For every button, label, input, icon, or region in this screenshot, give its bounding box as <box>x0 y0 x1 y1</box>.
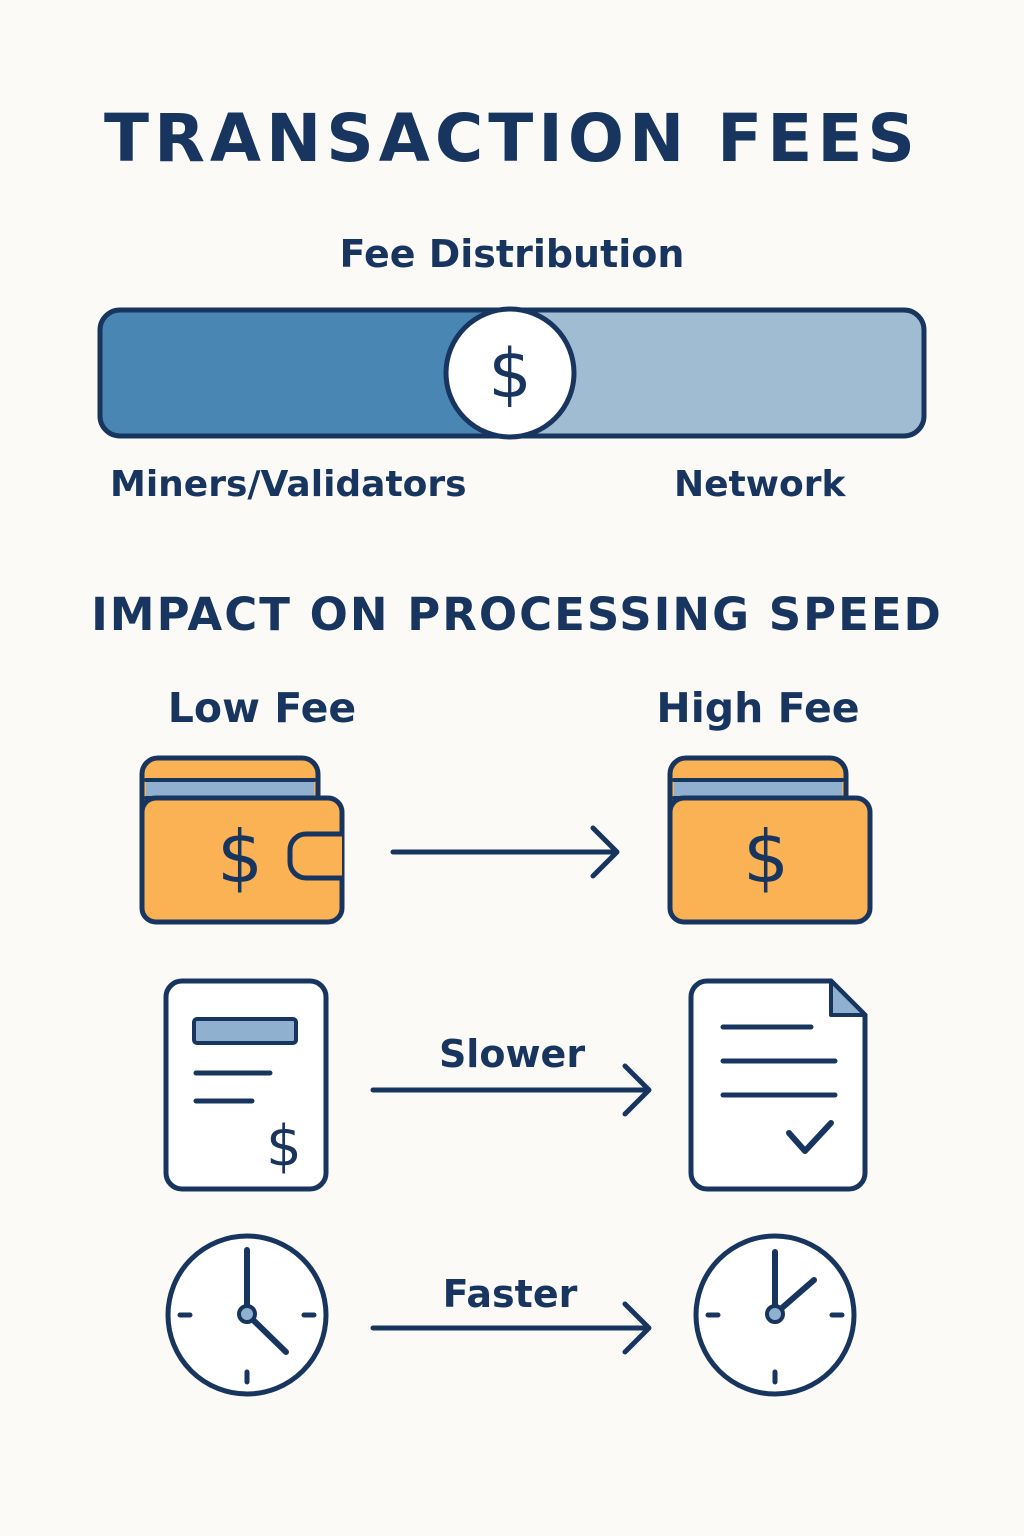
svg-text:$: $ <box>266 1114 302 1179</box>
fee-distribution-bar: $ <box>97 306 927 440</box>
high-fee-label: High Fee <box>656 684 860 732</box>
network-share-segment <box>512 310 924 436</box>
svg-text:$: $ <box>743 815 789 899</box>
network-label: Network <box>674 464 846 505</box>
invoice-icon: $ <box>163 978 329 1192</box>
low-fee-label: Low Fee <box>167 684 357 732</box>
miners-share-segment <box>100 310 512 436</box>
page-title: TRANSACTION FEES <box>104 100 920 177</box>
document-check-icon <box>688 978 868 1192</box>
arrow-right-icon <box>390 825 620 879</box>
svg-text:$: $ <box>217 815 263 899</box>
miners-validators-label: Miners/Validators <box>110 464 467 505</box>
arrow-right-icon <box>370 1063 652 1117</box>
svg-text:$: $ <box>488 335 531 414</box>
wallet-icon: $ <box>667 755 873 925</box>
clock-icon <box>693 1233 857 1397</box>
clock-icon <box>165 1233 329 1397</box>
impact-heading: IMPACT ON PROCESSING SPEED <box>91 588 943 641</box>
dollar-icon: $ <box>443 306 577 440</box>
wallet-icon: $ <box>139 755 345 925</box>
faster-label: Faster <box>442 1272 578 1316</box>
arrow-right-icon <box>370 1301 652 1355</box>
fee-distribution-heading: Fee Distribution <box>339 232 685 276</box>
slower-label: Slower <box>438 1032 586 1076</box>
